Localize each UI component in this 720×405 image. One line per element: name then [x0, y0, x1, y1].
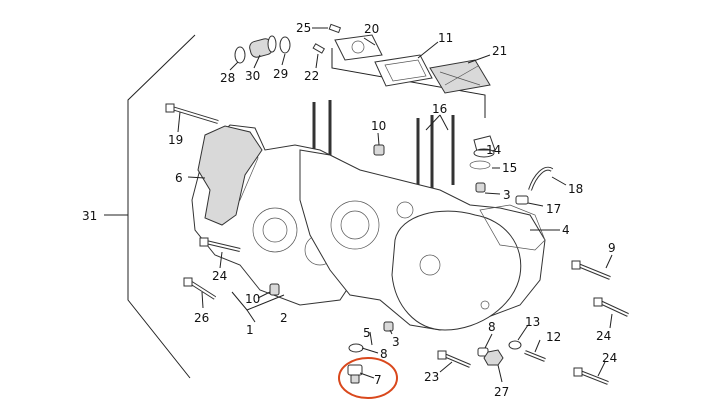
callout-6: 6	[175, 171, 183, 185]
callout-10-bottom: 10	[245, 292, 260, 306]
callout-30: 30	[245, 69, 260, 83]
callout-8-left: 8	[380, 347, 388, 361]
callout-labels: 25 20 11 21 22 28 30 29 19 10 16 14 15 6…	[82, 21, 617, 399]
callout-24-right-bottom: 24	[602, 351, 617, 365]
callout-11: 11	[438, 31, 453, 45]
callout-24-left: 24	[212, 269, 227, 283]
dowel-10-top	[373, 144, 385, 156]
clamp-29	[279, 36, 291, 54]
callout-13: 13	[525, 315, 540, 329]
reed-plate-11	[374, 54, 433, 87]
drain-plug-7	[347, 364, 363, 384]
callout-21: 21	[492, 44, 507, 58]
bolt-19	[165, 103, 219, 124]
callout-19: 19	[168, 133, 183, 147]
callout-23: 23	[424, 370, 439, 384]
leader-lines	[177, 27, 613, 383]
screw-25	[328, 23, 342, 34]
callout-28: 28	[220, 71, 235, 85]
bolt-9	[571, 260, 611, 280]
callout-17: 17	[546, 202, 561, 216]
bolt-24-right-top	[593, 297, 629, 317]
callout-24-right-top: 24	[596, 329, 611, 343]
callout-26: 26	[194, 311, 209, 325]
reed-block-20	[334, 34, 383, 61]
callout-15: 15	[502, 161, 517, 175]
bolt-24-left	[199, 237, 241, 252]
callout-20: 20	[364, 22, 379, 36]
intake-hose-30	[249, 35, 277, 58]
callout-8-right: 8	[488, 320, 496, 334]
bolt-26	[183, 277, 217, 300]
callout-18: 18	[568, 182, 583, 196]
callout-9: 9	[608, 241, 616, 255]
reed-valve-group	[312, 23, 491, 118]
callout-10-top: 10	[371, 119, 386, 133]
breather-hose-18	[528, 166, 554, 191]
callout-4: 4	[562, 223, 570, 237]
callout-12: 12	[546, 330, 561, 344]
reed-cage-21	[429, 59, 491, 94]
bolt-12	[524, 350, 546, 362]
callout-1: 1	[246, 323, 254, 337]
washer-8	[348, 343, 364, 353]
callout-7: 7	[374, 373, 382, 387]
clutch-cover-4	[391, 204, 546, 331]
callout-31: 31	[82, 209, 97, 223]
callout-25: 25	[296, 21, 311, 35]
dowel-10-bottom	[269, 283, 280, 296]
callout-14: 14	[486, 143, 501, 157]
fitting-17	[515, 195, 529, 205]
callout-3-bottom: 3	[392, 335, 400, 349]
callout-3-top: 3	[503, 188, 511, 202]
callout-5: 5	[363, 326, 371, 340]
clamp-28	[234, 46, 246, 64]
assembly-bracket-31	[104, 34, 196, 379]
callout-16: 16	[432, 102, 447, 116]
washer-13	[508, 340, 522, 350]
bolt-24-right-bottom	[573, 367, 609, 385]
bolt-23	[437, 350, 471, 368]
plug-3-bottom	[383, 321, 394, 332]
callout-2: 2	[280, 311, 288, 325]
plug-3-top	[475, 182, 486, 193]
callout-27: 27	[494, 385, 509, 399]
highlight-ring-7	[338, 357, 398, 399]
callout-29: 29	[273, 67, 288, 81]
screw-22	[312, 43, 326, 54]
bracket-1-2	[231, 291, 285, 323]
shield-6	[197, 125, 263, 226]
oring-15	[469, 160, 491, 170]
callout-22: 22	[304, 69, 319, 83]
